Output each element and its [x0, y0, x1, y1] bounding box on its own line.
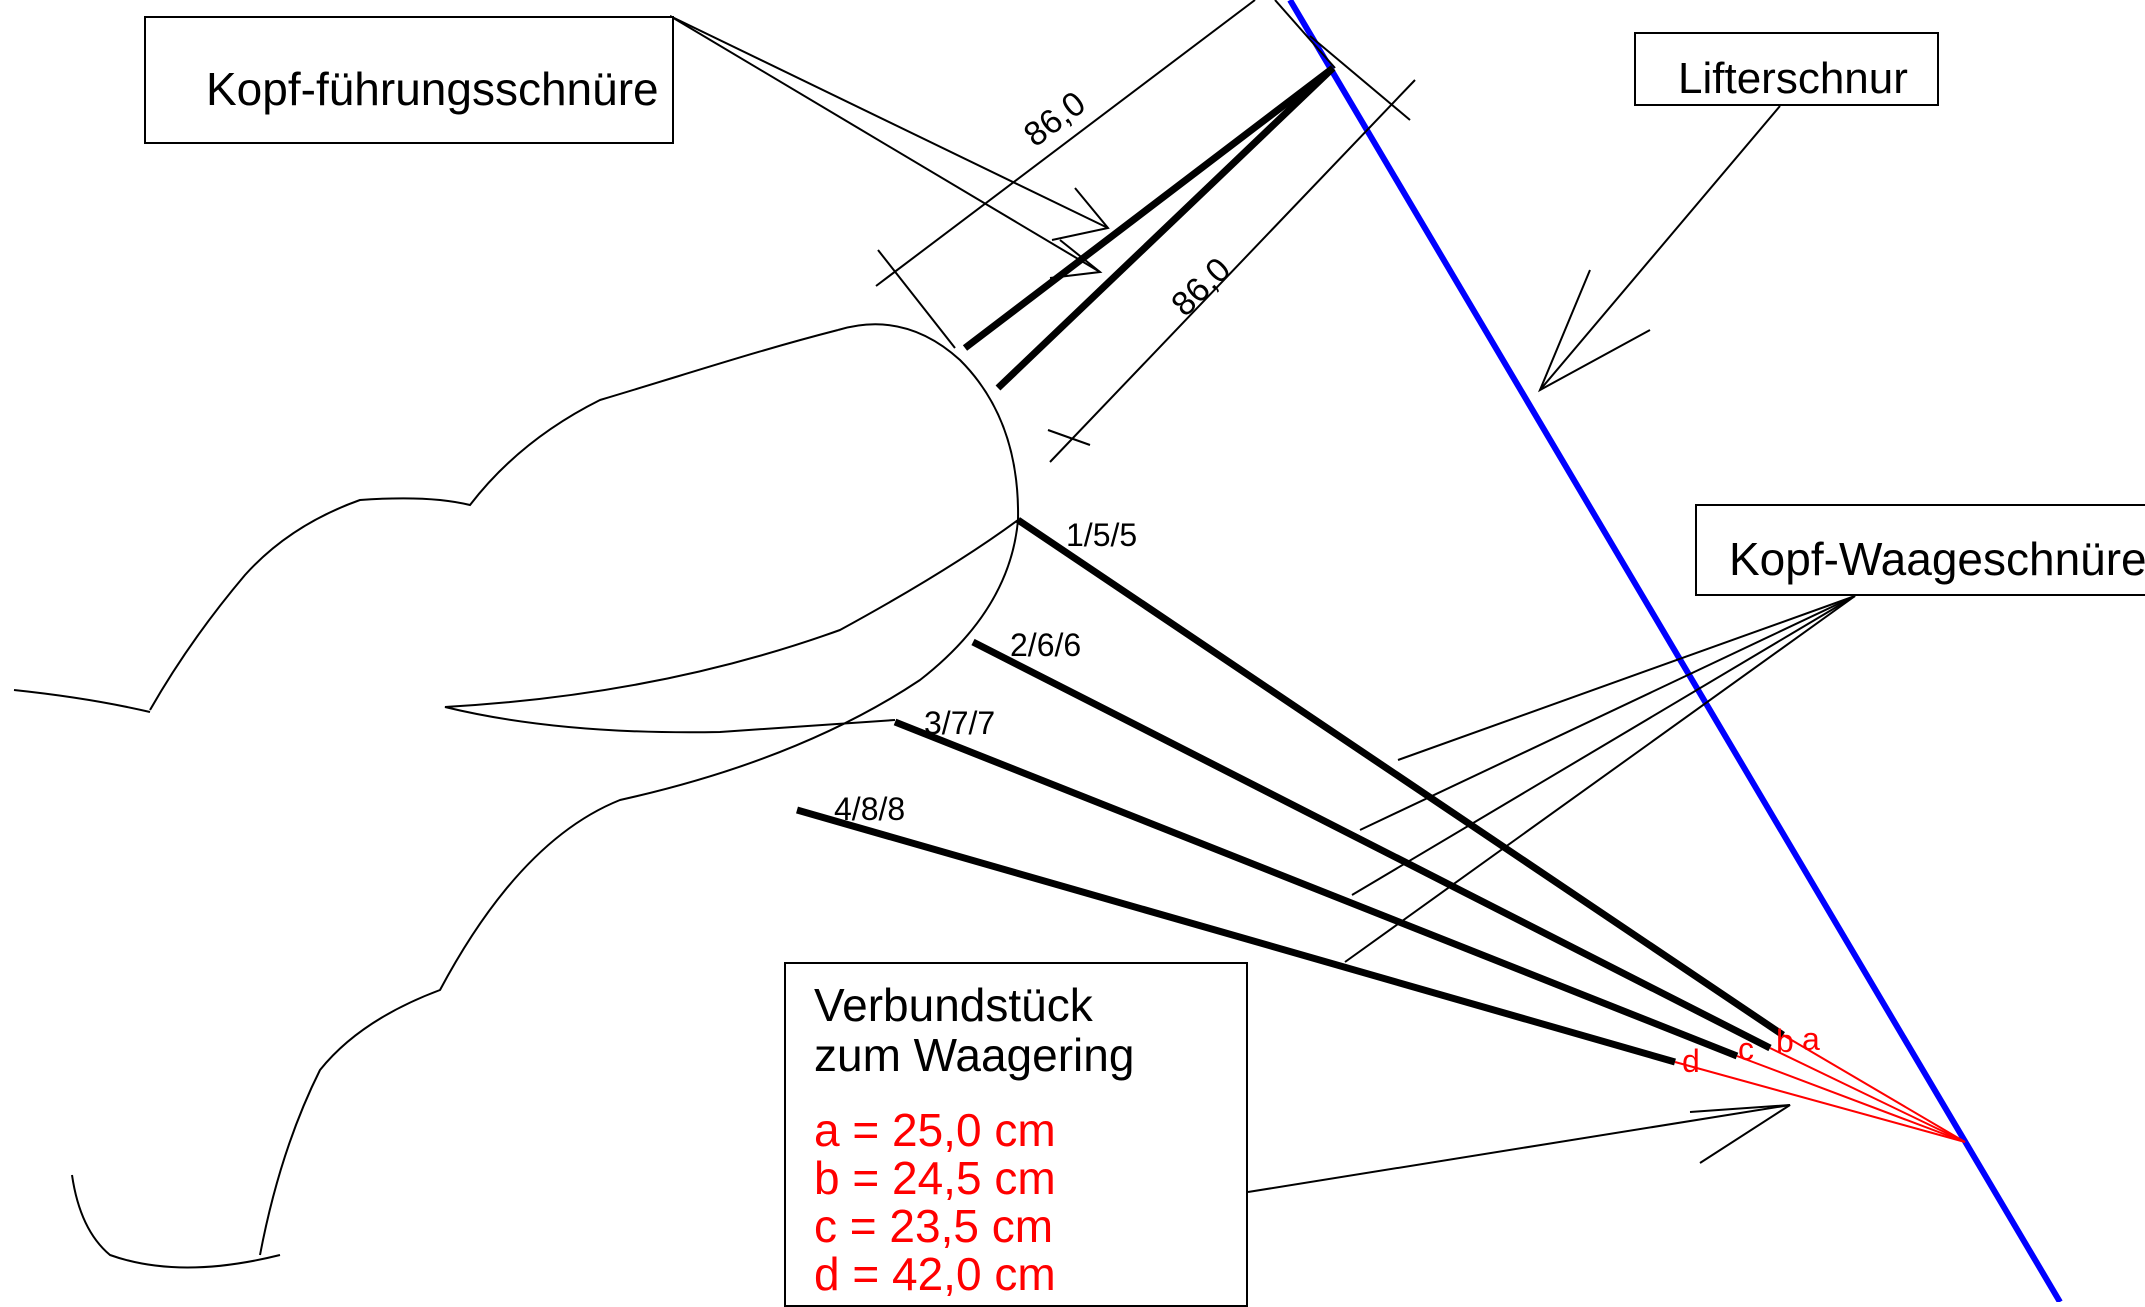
verbund-leader	[1247, 1104, 1791, 1193]
value-a: a = 25,0 cm	[814, 1104, 1056, 1156]
dimension-lower: 86,0	[1164, 250, 1238, 323]
kite-top-edge	[149, 329, 839, 711]
kite-left-edge	[13, 689, 151, 713]
kopf-fuehrung-label: Kopf-führungsschnüre	[206, 63, 659, 115]
value-b: b = 24,5 cm	[814, 1152, 1056, 1204]
waage-line-1	[1016, 517, 1785, 1038]
point-a: a	[1802, 1021, 1820, 1057]
kite-outline	[13, 323, 1020, 1269]
lifter-leader	[1537, 105, 1781, 393]
verbund-title-line2: zum Waagering	[814, 1029, 1135, 1081]
fuehrung-line-upper	[962, 65, 1336, 351]
line-tag-3: 3/7/7	[924, 705, 995, 741]
verbund-label-box: Verbundstück zum Waagering a = 25,0 cm b…	[784, 962, 1248, 1307]
kopf-waage-label: Kopf-Waageschnüre	[1729, 533, 2145, 585]
point-b: b	[1776, 1023, 1794, 1059]
kite-bottom-left	[71, 1174, 281, 1269]
verbund-values-list: a = 25,0 cm b = 24,5 cm c = 23,5 cm d = …	[814, 1106, 1056, 1298]
fuehrung-leaders	[669, 15, 1110, 279]
waage-leaders	[1344, 595, 1856, 963]
value-d: d = 42,0 cm	[814, 1248, 1056, 1300]
dimension-upper: 86,0	[1017, 84, 1093, 154]
waage-line-4	[796, 806, 1676, 1066]
verbund-title: Verbundstück zum Waagering	[814, 980, 1134, 1080]
waage-line-3	[893, 718, 1739, 1060]
point-d: d	[1682, 1043, 1700, 1079]
kopf-waage-label-box: Kopf-Waageschnüre	[1695, 504, 2145, 596]
kite-head-arc	[259, 323, 1020, 1256]
value-c: c = 23,5 cm	[814, 1200, 1054, 1252]
fuehrung-line-lower	[995, 65, 1336, 391]
kopf-fuehrung-label-box: Kopf-führungsschnüre	[144, 16, 674, 144]
waage-line-2	[971, 638, 1772, 1052]
kopf-fuehrung-lines	[962, 65, 1336, 391]
lifter-label-box: Lifterschnur	[1634, 32, 1939, 106]
waage-lines	[796, 517, 1785, 1066]
dimension-lines	[875, 0, 1416, 463]
verbund-title-line1: Verbundstück	[814, 979, 1093, 1031]
kite-inner-wing	[444, 519, 1019, 734]
line-tag-2: 2/6/6	[1010, 627, 1081, 663]
point-c: c	[1738, 1031, 1754, 1067]
verbund-red-lines	[1674, 1034, 1966, 1143]
lifter-label: Lifterschnur	[1678, 54, 1908, 103]
line-tag-1: 1/5/5	[1066, 517, 1137, 553]
lifter-line	[1287, 0, 2063, 1302]
line-tag-4: 4/8/8	[834, 791, 905, 827]
